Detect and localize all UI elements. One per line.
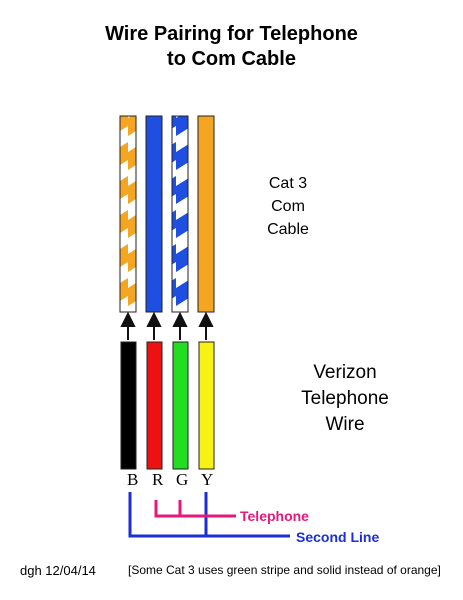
second-line-bracket xyxy=(128,492,290,538)
title-line-2: to Com Cable xyxy=(167,48,296,70)
telephone-bracket xyxy=(154,500,236,518)
arrow-4 xyxy=(198,311,214,340)
arrow-2 xyxy=(146,311,162,340)
cat3-label-line-1: Cat 3 xyxy=(268,175,308,192)
footer-note: [Some Cat 3 uses green stripe and solid … xyxy=(128,563,441,577)
second-line-legend-label: Second Line xyxy=(296,529,380,545)
arrow-3 xyxy=(172,311,188,340)
cat3-wire-orange xyxy=(197,115,215,313)
letter-y: Y xyxy=(201,470,214,489)
cat3-label-line-2: Com xyxy=(271,198,305,215)
cat3-label-line-3: Cable xyxy=(267,221,309,238)
verizon-label-line-1: Verizon xyxy=(313,362,377,383)
telephone-wires xyxy=(120,341,215,470)
diagram-title: Wire Pairing for Telephone to Com Cable xyxy=(0,22,463,72)
telephone-wire-red xyxy=(146,341,163,470)
letter-g: G xyxy=(176,470,189,489)
footer-author-date: dgh 12/04/14 xyxy=(20,563,96,578)
telephone-wire-yellow xyxy=(198,341,215,470)
telephone-legend-label: Telephone xyxy=(240,508,309,524)
verizon-label-line-3: Wire xyxy=(325,414,365,435)
letter-b: B xyxy=(127,470,139,489)
cat3-wires xyxy=(119,115,215,313)
cat3-wire-white-orange xyxy=(119,115,137,313)
cat3-wire-blue xyxy=(145,115,163,313)
cat3-cable-label: Cat 3 Com Cable xyxy=(248,172,328,241)
verizon-label-line-2: Telephone xyxy=(301,388,389,409)
connection-arrows xyxy=(120,311,214,340)
cat3-wire-white-blue xyxy=(171,115,189,313)
title-line-1: Wire Pairing for Telephone xyxy=(105,23,358,45)
arrow-1 xyxy=(120,311,136,340)
verizon-wire-label: Verizon Telephone Wire xyxy=(290,360,400,438)
telephone-wire-green xyxy=(172,341,189,470)
telephone-wire-black xyxy=(120,341,137,470)
letter-r: R xyxy=(152,470,164,489)
